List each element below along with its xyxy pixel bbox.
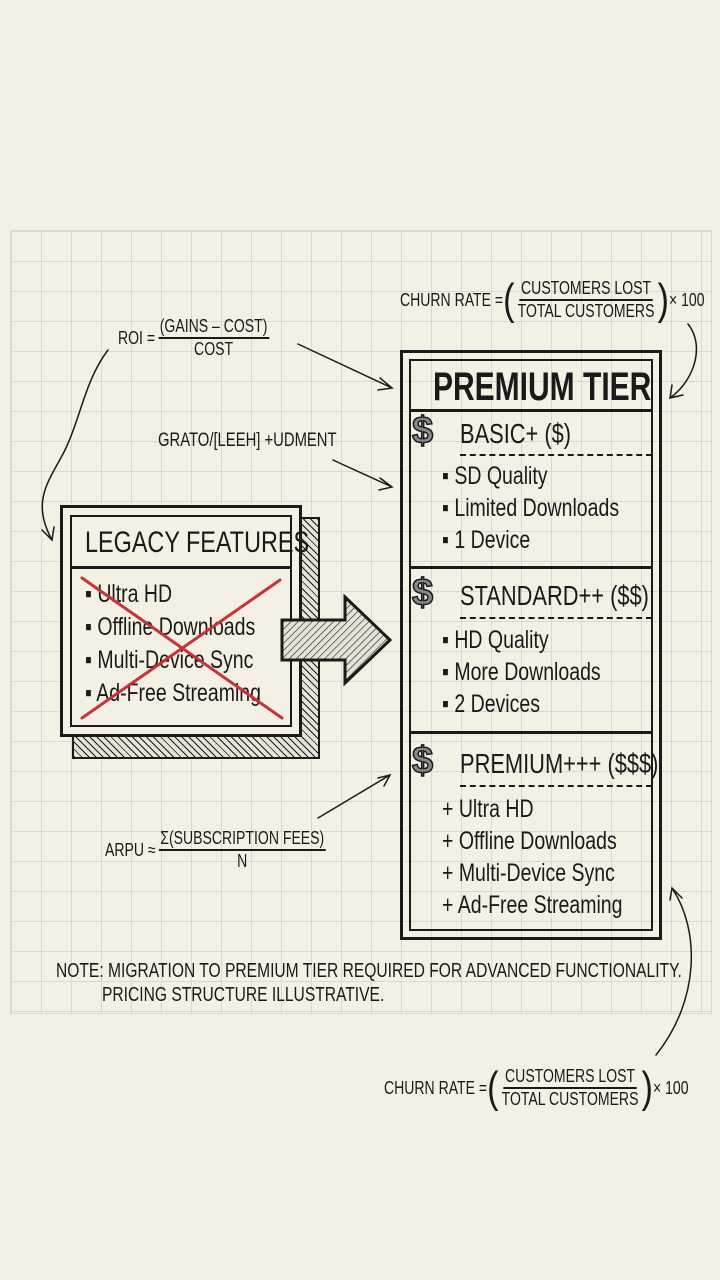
tier-feature: ▪ 1 Device bbox=[442, 526, 531, 554]
tier-name: PREMIUM+++ ($$$) bbox=[460, 748, 659, 779]
dollar-icon: $ bbox=[411, 571, 434, 615]
numerator: (GAINS – COST) bbox=[158, 316, 269, 339]
legacy-item: ▪ Ultra HD bbox=[85, 580, 173, 608]
denominator: TOTAL CUSTOMERS bbox=[517, 301, 655, 321]
denominator: TOTAL CUSTOMERS bbox=[501, 1089, 639, 1109]
tier-feature: + Offline Downloads bbox=[442, 827, 617, 855]
arpu-formula: ARPU ≈ Σ(SUBSCRIPTION FEES)N bbox=[105, 828, 329, 872]
note-line-1: NOTE: MIGRATION TO PREMIUM TIER REQUIRED… bbox=[56, 960, 682, 982]
legacy-title: LEGACY FEATURES bbox=[85, 526, 310, 559]
tier-feature: ▪ Limited Downloads bbox=[442, 494, 620, 522]
premium-title: PREMIUM TIER bbox=[433, 365, 652, 409]
denominator: COST bbox=[194, 339, 234, 359]
tier-feature: + Ad-Free Streaming bbox=[442, 891, 623, 919]
premium-tier-box: PREMIUM TIER bbox=[400, 350, 662, 940]
numerator: CUSTOMERS LOST bbox=[519, 278, 653, 301]
tier-feature: ▪ More Downloads bbox=[442, 658, 601, 686]
red-cross-out bbox=[80, 576, 284, 720]
formula-label: ARPU ≈ bbox=[105, 839, 156, 860]
dollar-icon: $ bbox=[411, 739, 434, 783]
tier-feature: + Multi-Device Sync bbox=[442, 859, 615, 887]
formula-label: ROI = bbox=[118, 327, 156, 348]
dollar-icon: $ bbox=[411, 409, 434, 453]
numerator: CUSTOMERS LOST bbox=[503, 1066, 637, 1089]
tier-feature: ▪ SD Quality bbox=[442, 462, 548, 490]
tier-feature: ▪ HD Quality bbox=[442, 626, 549, 654]
formula-suffix: × 100 bbox=[652, 1077, 689, 1098]
formula-label: CHURN RATE = bbox=[384, 1077, 488, 1098]
note-line-2: PRICING STRUCTURE ILLUSTRATIVE. bbox=[102, 984, 385, 1006]
tier-feature: + Ultra HD bbox=[442, 795, 534, 823]
garbled-annotation: GRATO/[LEEH] +UDMENT bbox=[158, 430, 337, 451]
formula-suffix: × 100 bbox=[668, 289, 705, 310]
legacy-item: ▪ Offline Downloads bbox=[85, 613, 256, 641]
denominator: N bbox=[237, 851, 248, 871]
tier-feature: ▪ 2 Devices bbox=[442, 690, 540, 718]
migration-arrow bbox=[280, 593, 393, 687]
connector-arrows bbox=[41, 323, 698, 1056]
roi-formula: ROI = (GAINS – COST)COST bbox=[118, 316, 272, 360]
legacy-item: ▪ Multi-Device Sync bbox=[85, 646, 254, 674]
formula-label: CHURN RATE = bbox=[400, 289, 504, 310]
tier-name: BASIC+ ($) bbox=[460, 418, 572, 449]
numerator: Σ(SUBSCRIPTION FEES) bbox=[158, 828, 326, 851]
tier-name: STANDARD++ ($$) bbox=[460, 580, 649, 611]
